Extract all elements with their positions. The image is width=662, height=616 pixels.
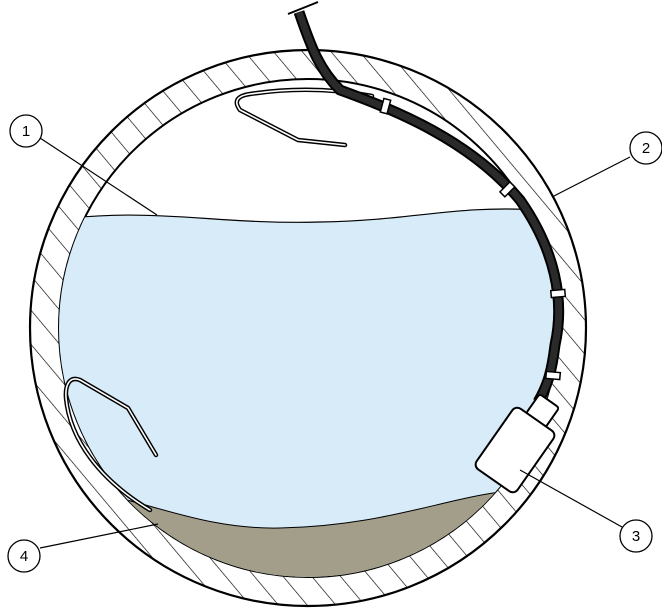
lower-mounting-strap <box>63 376 159 513</box>
callout-4: 4 <box>7 539 41 573</box>
callout-4-label: 4 <box>20 548 28 565</box>
sensor <box>474 394 560 494</box>
callout-2: 2 <box>629 131 662 165</box>
cable-clips <box>379 97 567 381</box>
callout-3: 3 <box>619 519 653 553</box>
water-surface-line <box>59 208 557 223</box>
callout-1: 1 <box>9 114 43 148</box>
callout-3-label: 3 <box>632 528 640 545</box>
callout-leaders <box>39 137 631 549</box>
callout-2-label: 2 <box>642 140 650 157</box>
callout-1-label: 1 <box>22 123 30 140</box>
